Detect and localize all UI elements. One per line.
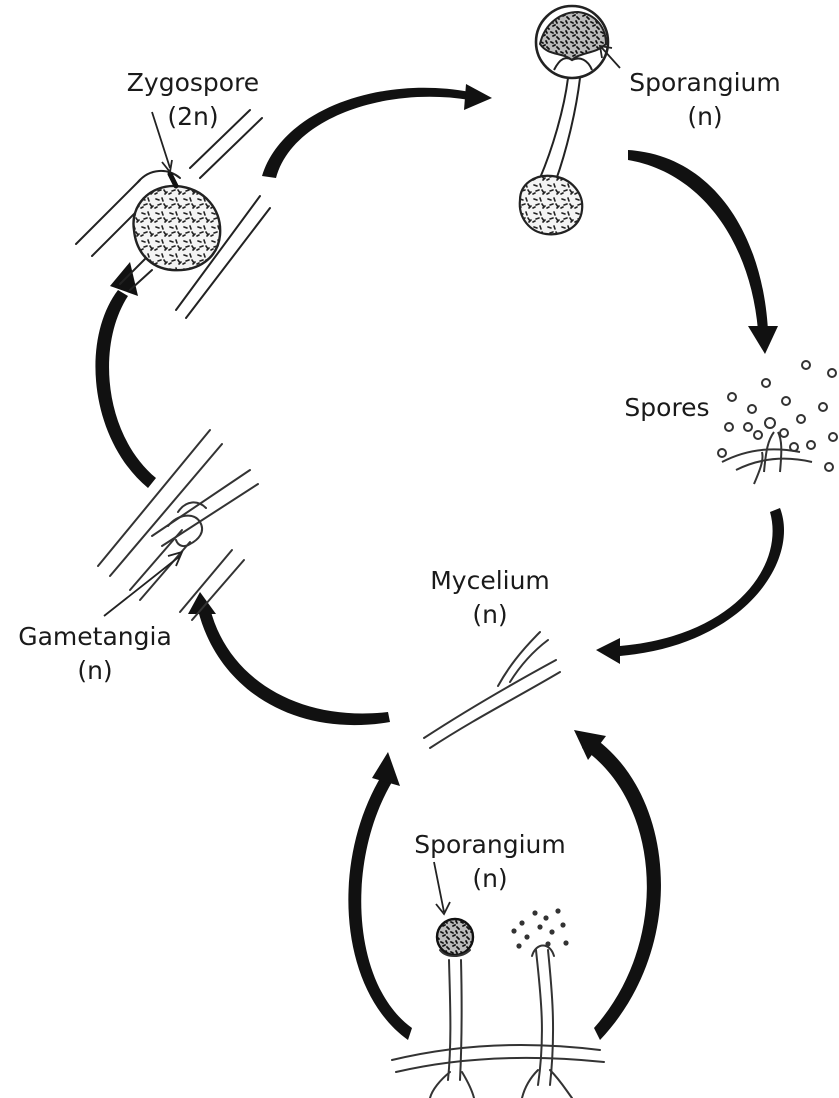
sporangium-bottom-name: Sporangium bbox=[400, 828, 580, 862]
zygospore-illustration bbox=[76, 110, 270, 318]
spores-label: Spores bbox=[612, 391, 722, 425]
mycelium-illustration bbox=[424, 632, 560, 748]
gametangia-name: Gametangia bbox=[10, 620, 180, 654]
arrow-zygospore-to-sporangium bbox=[262, 84, 492, 178]
arrow-gametangia-to-zygospore bbox=[95, 262, 156, 488]
zygospore-label: Zygospore (2n) bbox=[118, 66, 268, 134]
mycelium-label: Mycelium (n) bbox=[410, 564, 570, 632]
sporangium-top-ploidy: (n) bbox=[615, 100, 795, 134]
arrow-mycelium-to-bottom-right bbox=[574, 730, 661, 1040]
sporangium-top-illustration bbox=[520, 6, 608, 234]
gametangia-label: Gametangia (n) bbox=[10, 620, 180, 688]
sporangium-bottom-illustration bbox=[392, 919, 604, 1098]
arrow-bottom-left-to-mycelium bbox=[348, 752, 412, 1040]
zygospore-ploidy: (2n) bbox=[118, 100, 268, 134]
gametangia-pointer bbox=[104, 552, 182, 616]
sporangium-top-name: Sporangium bbox=[615, 66, 795, 100]
arrow-mycelium-to-gametangia bbox=[188, 592, 390, 725]
mycelium-ploidy: (n) bbox=[410, 598, 570, 632]
mycelium-name: Mycelium bbox=[410, 564, 570, 598]
zygospore-name: Zygospore bbox=[118, 66, 268, 100]
released-spores-bottom bbox=[511, 908, 568, 948]
gametangia-ploidy: (n) bbox=[10, 654, 180, 688]
spores-illustration bbox=[718, 361, 837, 484]
sporangium-top-label: Sporangium (n) bbox=[615, 66, 795, 134]
arrow-spores-to-mycelium bbox=[596, 508, 784, 664]
arrow-sporangium-to-spores bbox=[628, 150, 778, 354]
spores-name: Spores bbox=[612, 391, 722, 425]
sporangium-bottom-label: Sporangium (n) bbox=[400, 828, 580, 896]
sporangium-bottom-ploidy: (n) bbox=[400, 862, 580, 896]
